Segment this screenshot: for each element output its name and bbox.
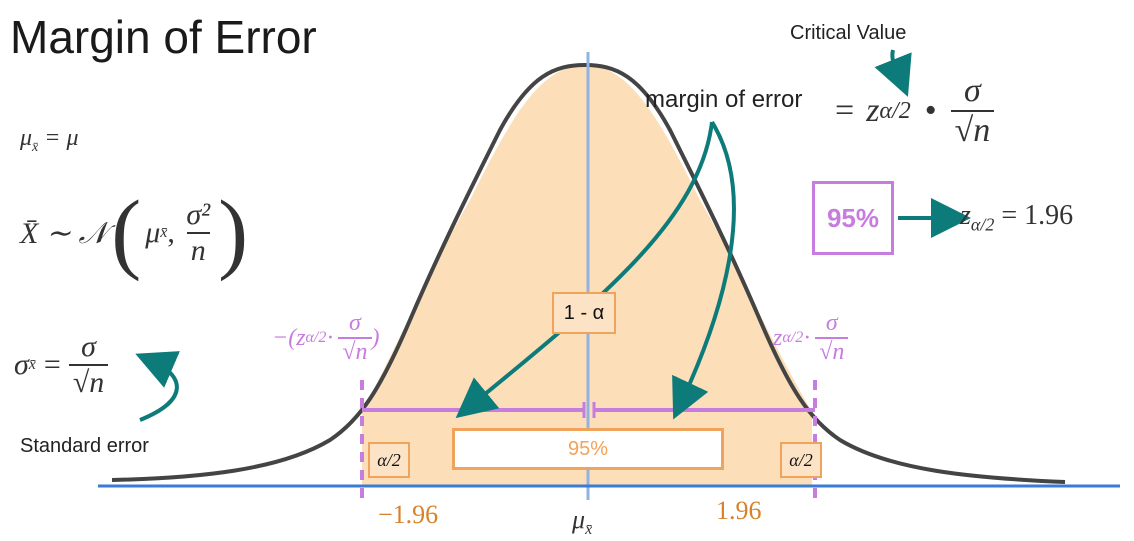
critical-value-arrow: [874, 49, 912, 97]
center-axis-label: μx̄: [572, 505, 593, 539]
tick-label-right: 1.96: [716, 496, 762, 525]
critical-value-label: Critical Value: [790, 22, 907, 44]
page-title: Margin of Error: [10, 11, 317, 63]
margin-of-error-label: margin of error: [645, 86, 803, 113]
standard-error-label: Standard error: [20, 435, 149, 457]
confidence-level-box: 95%: [812, 181, 894, 255]
standard-error-arrow: [135, 351, 180, 422]
right-tail-box: α/2: [780, 442, 822, 478]
normal-curve: [111, 62, 1066, 484]
moe-arrow-right: [672, 120, 736, 420]
z-value-formula: zα/2 = 1.96: [960, 200, 1074, 235]
tick-label-left: −1.96: [378, 500, 439, 529]
moe-arrow-left: [455, 121, 714, 419]
one-minus-alpha-box: 1 - α: [552, 292, 616, 334]
left-tail-box: α/2: [368, 442, 410, 478]
mean-formula: μx̄ = μ: [20, 125, 79, 155]
middle-confidence-box: 95%: [452, 428, 724, 470]
